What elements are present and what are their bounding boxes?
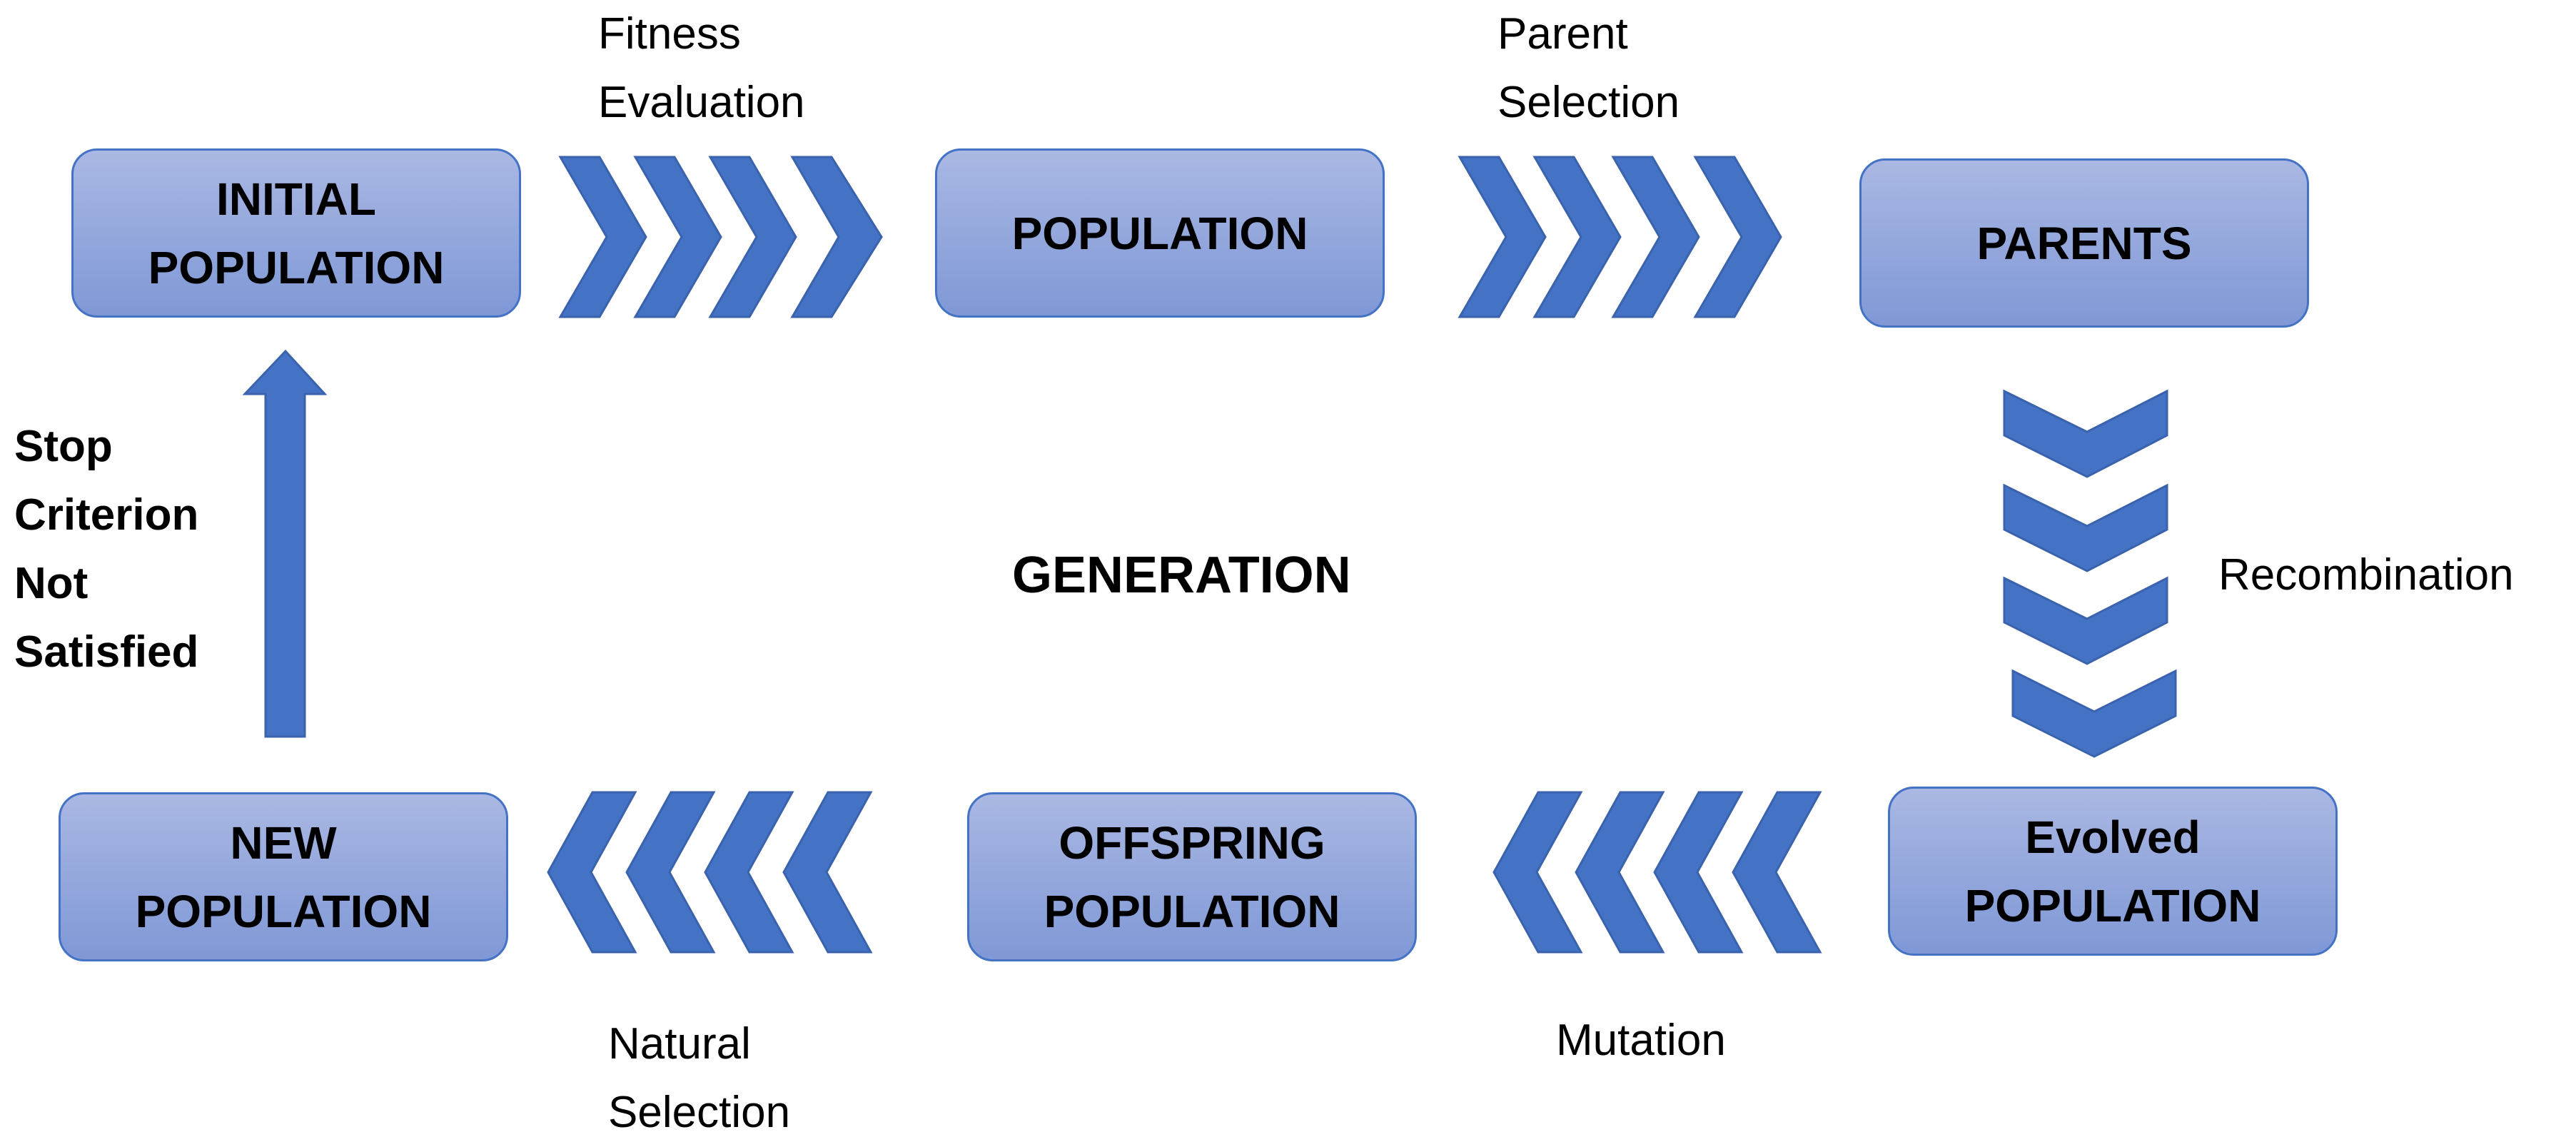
chevron-left-icon xyxy=(1732,791,1822,954)
stop-criterion-label: Stop Criterion Not Satisfied xyxy=(14,413,198,687)
new-population-line-1: NEW xyxy=(230,817,337,869)
offspring-population-box: OFFSPRING POPULATION xyxy=(967,792,1417,961)
mutation-chevrons xyxy=(1492,791,1822,954)
chevron-left-icon xyxy=(1653,791,1744,954)
natural-selection-line-2: Selection xyxy=(608,1088,791,1137)
population-label: POPULATION xyxy=(1011,207,1308,259)
stop-criterion-line-1: Stop xyxy=(14,422,113,471)
parent-selection-line-2: Selection xyxy=(1497,78,1680,127)
chevron-right-icon xyxy=(708,156,797,318)
chevron-left-icon xyxy=(625,791,716,954)
chevron-left-icon xyxy=(782,791,873,954)
recombination-chevrons xyxy=(2003,389,2177,758)
offspring-population-line-2: POPULATION xyxy=(1044,885,1340,937)
chevron-right-icon xyxy=(1693,156,1782,318)
stop-criterion-line-2: Criterion xyxy=(14,490,199,540)
new-population-box: NEW POPULATION xyxy=(59,792,508,961)
arrow-up-icon xyxy=(242,349,328,738)
chevron-down-icon xyxy=(2003,389,2168,478)
initial-population-line-1: INITIAL xyxy=(216,173,376,225)
initial-population-box: INITIAL POPULATION xyxy=(71,148,521,318)
evolved-population-line-2: POPULATION xyxy=(1964,879,2261,931)
parent-selection-chevrons xyxy=(1458,156,1782,318)
generation-title: GENERATION xyxy=(1012,547,1351,604)
natural-selection-label: Natural Selection xyxy=(608,1010,790,1147)
evolved-population-line-1: Evolved xyxy=(2025,811,2201,863)
chevron-right-icon xyxy=(790,156,883,318)
offspring-population-line-1: OFFSPRING xyxy=(1059,817,1325,869)
mutation-label: Mutation xyxy=(1556,1016,1726,1065)
initial-population-line-2: POPULATION xyxy=(148,241,445,293)
natural-selection-chevrons xyxy=(547,791,873,954)
chevron-right-icon xyxy=(1532,156,1622,318)
chevron-left-icon xyxy=(704,791,794,954)
fitness-evaluation-chevrons xyxy=(558,156,883,318)
stop-criterion-line-3: Not xyxy=(14,559,89,608)
parent-selection-label: Parent Selection xyxy=(1497,0,1680,137)
recombination-label: Recombination xyxy=(2218,550,2514,600)
fitness-evaluation-line-2: Evaluation xyxy=(598,78,805,127)
chevron-down-icon xyxy=(2003,576,2168,665)
evolved-population-box: Evolved POPULATION xyxy=(1888,787,2338,956)
chevron-down-icon xyxy=(2003,483,2168,572)
chevron-left-icon xyxy=(1492,791,1583,954)
parents-box: PARENTS xyxy=(1859,158,2309,328)
new-population-line-2: POPULATION xyxy=(135,885,432,937)
chevron-right-icon xyxy=(558,156,647,318)
chevron-right-icon xyxy=(1611,156,1700,318)
chevron-down-icon xyxy=(2011,669,2177,758)
parent-selection-line-1: Parent xyxy=(1497,9,1628,59)
population-box: POPULATION xyxy=(935,148,1385,318)
natural-selection-line-1: Natural xyxy=(608,1019,751,1068)
chevron-right-icon xyxy=(633,156,722,318)
fitness-evaluation-label: Fitness Evaluation xyxy=(598,0,805,137)
parents-label: PARENTS xyxy=(1976,217,2192,269)
chevron-left-icon xyxy=(1575,791,1665,954)
chevron-left-icon xyxy=(547,791,637,954)
fitness-evaluation-line-1: Fitness xyxy=(598,9,741,59)
chevron-right-icon xyxy=(1458,156,1547,318)
stop-criterion-line-4: Satisfied xyxy=(14,627,199,677)
